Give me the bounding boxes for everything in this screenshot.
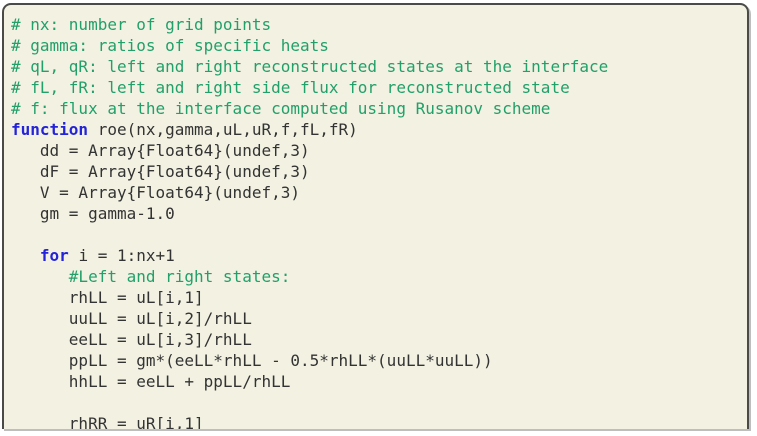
comment-text: # gamma: ratios of specific heats (11, 36, 329, 55)
code-line: ppLL = gm*(eeLL*rhLL - 0.5*rhLL*(uuLL*uu… (11, 350, 743, 371)
code-text: roe(nx,gamma,uL,uR,f,fL,fR) (88, 120, 358, 139)
code-line: # nx: number of grid points (11, 14, 743, 35)
comment-text: # nx: number of grid points (11, 15, 272, 34)
code-line-blank (11, 224, 743, 245)
code-text: uuLL = uL[i,2]/rhLL (11, 309, 252, 328)
code-line: gm = gamma-1.0 (11, 203, 743, 224)
code-text: V = Array{Float64}(undef,3) (11, 183, 300, 202)
code-text: dd = Array{Float64}(undef,3) (11, 141, 310, 160)
code-line: rhLL = uL[i,1] (11, 287, 743, 308)
code-line: hhLL = eeLL + ppLL/rhLL (11, 371, 743, 392)
code-text: gm = gamma-1.0 (11, 204, 175, 223)
code-text: ppLL = gm*(eeLL*rhLL - 0.5*rhLL*(uuLL*uu… (11, 351, 493, 370)
code-text: rhLL = uL[i,1] (11, 288, 204, 307)
code-line: eeLL = uL[i,3]/rhLL (11, 329, 743, 350)
code-text: rhRR = uR[i,1] (11, 414, 204, 429)
code-line: rhRR = uR[i,1] (11, 413, 743, 429)
keyword-for: for (39, 246, 69, 265)
keyword-function: function (11, 120, 89, 139)
code-line: # qL, qR: left and right reconstructed s… (11, 56, 743, 77)
code-text: hhLL = eeLL + ppLL/rhLL (11, 372, 291, 391)
code-text: dF = Array{Float64}(undef,3) (11, 162, 310, 181)
code-line: # f: flux at the interface computed usin… (11, 98, 743, 119)
code-line: # fL, fR: left and right side flux for r… (11, 77, 743, 98)
code-line-blank (11, 392, 743, 413)
code-line: # gamma: ratios of specific heats (11, 35, 743, 56)
code-line: dd = Array{Float64}(undef,3) (11, 140, 743, 161)
comment-text: #Left and right states: (11, 267, 291, 286)
comment-text: # f: flux at the interface computed usin… (11, 99, 551, 118)
code-block: # nx: number of grid points # gamma: rat… (2, 3, 749, 429)
comment-text: # qL, qR: left and right reconstructed s… (11, 57, 609, 76)
code-line: dF = Array{Float64}(undef,3) (11, 161, 743, 182)
comment-text: # fL, fR: left and right side flux for r… (11, 78, 570, 97)
code-line: for i = 1:nx+1 (11, 245, 743, 266)
code-text: i = 1:nx+1 (68, 246, 175, 265)
code-line: #Left and right states: (11, 266, 743, 287)
code-line: uuLL = uL[i,2]/rhLL (11, 308, 743, 329)
code-text (11, 246, 40, 265)
code-line: function roe(nx,gamma,uL,uR,f,fL,fR) (11, 119, 743, 140)
code-line: V = Array{Float64}(undef,3) (11, 182, 743, 203)
code-text: eeLL = uL[i,3]/rhLL (11, 330, 252, 349)
